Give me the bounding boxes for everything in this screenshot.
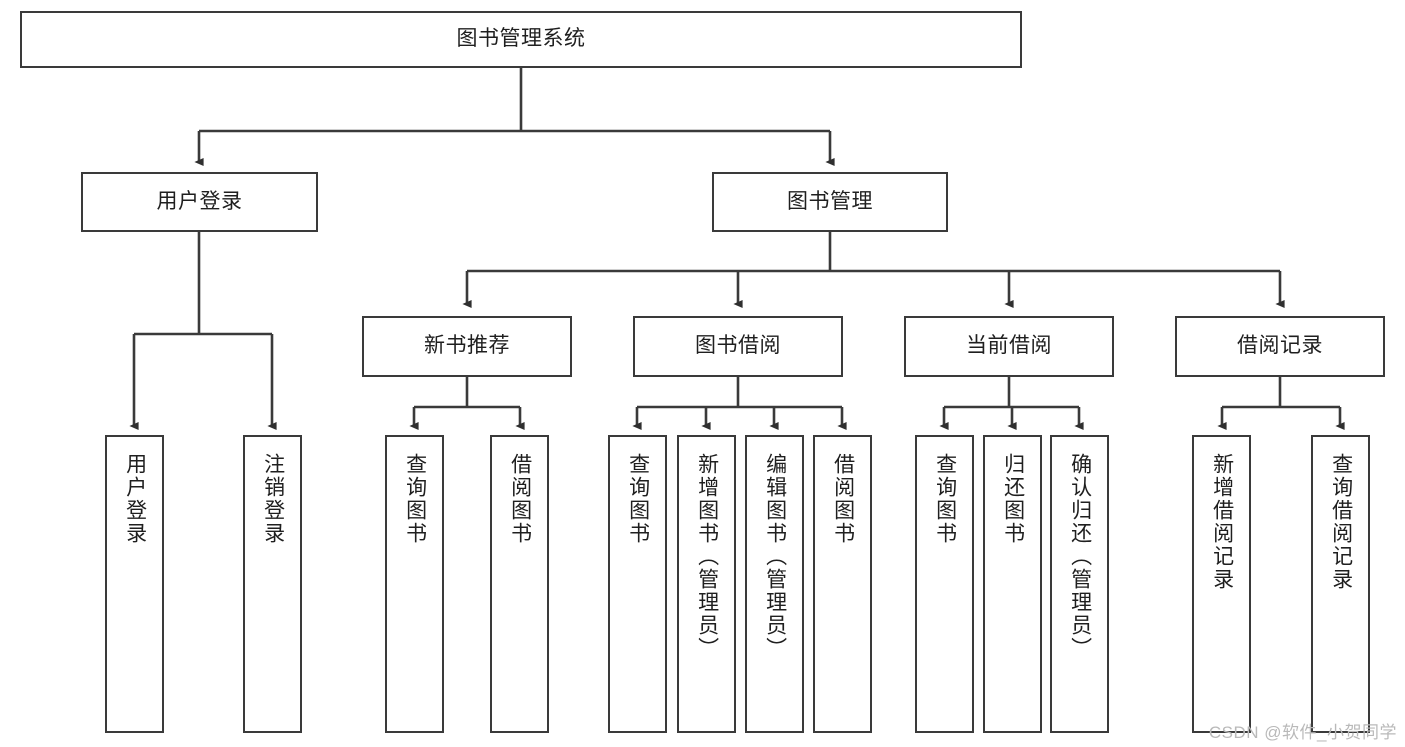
node-leaf-query-record-label: 查询借阅记录	[1329, 453, 1353, 591]
node-leaf-confirm-return[interactable]: 确认归还（管理员）	[1050, 435, 1109, 733]
node-leaf-borrow-book-2[interactable]: 借阅图书	[813, 435, 872, 733]
node-leaf-query-book-2[interactable]: 查询图书	[608, 435, 667, 733]
node-leaf-borrow-book-1-label: 借阅图书	[508, 453, 532, 545]
node-leaf-return-book[interactable]: 归还图书	[983, 435, 1042, 733]
node-leaf-logout-login[interactable]: 注销登录	[243, 435, 302, 733]
node-leaf-add-record[interactable]: 新增借阅记录	[1192, 435, 1251, 733]
node-leaf-return-book-label: 归还图书	[1001, 453, 1025, 545]
watermark-text: CSDN @软件_小贺同学	[1208, 723, 1397, 742]
node-leaf-edit-book-label: 编辑图书（管理员）	[763, 453, 787, 660]
node-leaf-query-book-3-label: 查询图书	[933, 453, 957, 545]
node-book-management-label: 图书管理	[787, 189, 873, 213]
node-root-label: 图书管理系统	[456, 27, 586, 51]
node-book-management[interactable]: 图书管理	[712, 172, 948, 232]
node-leaf-query-book-2-label: 查询图书	[626, 453, 650, 545]
node-leaf-add-book[interactable]: 新增图书（管理员）	[677, 435, 736, 733]
node-book-borrow[interactable]: 图书借阅	[633, 316, 843, 377]
node-current-borrow[interactable]: 当前借阅	[904, 316, 1114, 377]
node-leaf-borrow-book-1[interactable]: 借阅图书	[490, 435, 549, 733]
node-leaf-query-book-1-label: 查询图书	[403, 453, 427, 545]
node-book-borrow-label: 图书借阅	[695, 334, 781, 358]
node-leaf-edit-book[interactable]: 编辑图书（管理员）	[745, 435, 804, 733]
node-leaf-user-login[interactable]: 用户登录	[105, 435, 164, 733]
node-new-book-recommend-label: 新书推荐	[424, 334, 510, 358]
node-leaf-borrow-book-2-label: 借阅图书	[831, 453, 855, 545]
node-new-book-recommend[interactable]: 新书推荐	[362, 316, 572, 377]
node-borrow-record[interactable]: 借阅记录	[1175, 316, 1385, 377]
node-root[interactable]: 图书管理系统	[20, 11, 1022, 68]
node-leaf-query-book-3[interactable]: 查询图书	[915, 435, 974, 733]
node-leaf-confirm-return-label: 确认归还（管理员）	[1068, 453, 1092, 660]
node-user-login[interactable]: 用户登录	[81, 172, 318, 232]
node-borrow-record-label: 借阅记录	[1237, 334, 1323, 358]
node-leaf-query-record[interactable]: 查询借阅记录	[1311, 435, 1370, 733]
node-leaf-query-book-1[interactable]: 查询图书	[385, 435, 444, 733]
node-leaf-add-book-label: 新增图书（管理员）	[695, 453, 719, 660]
node-user-login-label: 用户登录	[156, 189, 243, 213]
node-leaf-add-record-label: 新增借阅记录	[1210, 453, 1234, 591]
node-current-borrow-label: 当前借阅	[966, 334, 1052, 358]
node-leaf-logout-login-label: 注销登录	[261, 453, 285, 545]
node-leaf-user-login-label: 用户登录	[123, 453, 147, 545]
